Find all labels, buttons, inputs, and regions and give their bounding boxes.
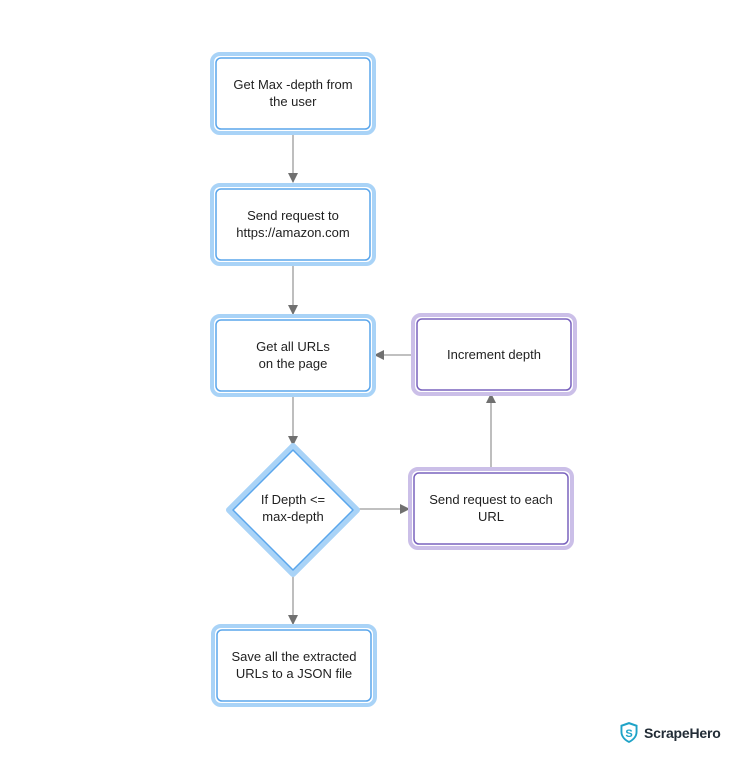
brand-name: ScrapeHero	[644, 724, 721, 741]
node-get-all-urls-line-1: Get all URLs	[256, 339, 330, 354]
node-get-max-depth-line-1: Get Max -depth from	[233, 77, 352, 92]
node-increment-depth-line-1: Increment depth	[447, 347, 541, 362]
node-get-max-depth-line-2: the user	[270, 94, 318, 109]
node-save-json: Save all the extracted URLs to a JSON fi…	[211, 624, 377, 707]
node-save-json-line-1: Save all the extracted	[231, 649, 356, 664]
node-send-request-line-2: https://amazon.com	[236, 225, 349, 240]
node-send-each-line-1: Send request to each	[429, 492, 553, 507]
node-depth-check-line-1: If Depth <=	[261, 492, 325, 507]
svg-text:S: S	[625, 728, 632, 740]
brand-logo: S ScrapeHero	[619, 721, 721, 744]
node-send-each: Send request to each URL	[408, 467, 574, 550]
node-get-max-depth: Get Max -depth from the user	[210, 52, 376, 135]
node-save-json-line-2: URLs to a JSON file	[236, 666, 352, 681]
connectors	[288, 132, 496, 625]
node-send-request-line-1: Send request to	[247, 208, 339, 223]
shield-s-icon: S	[620, 722, 638, 743]
node-send-each-line-2: URL	[478, 509, 504, 524]
node-increment-depth: Increment depth	[411, 313, 577, 396]
node-depth-check-line-2: max-depth	[262, 509, 323, 524]
node-send-request: Send request to https://amazon.com	[210, 183, 376, 266]
node-get-all-urls-line-2: on the page	[259, 356, 328, 371]
node-get-all-urls: Get all URLs on the page	[210, 314, 376, 397]
node-depth-check: If Depth <= max-depth	[226, 443, 360, 577]
